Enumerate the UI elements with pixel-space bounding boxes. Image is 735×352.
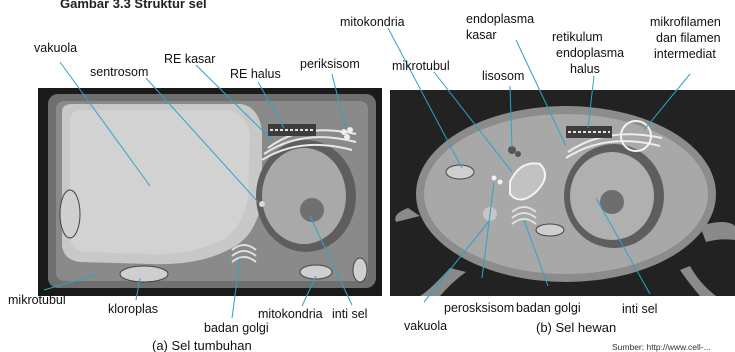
label-mikrofilamen-3: intermediat <box>654 47 716 61</box>
label-kloroplas: kloroplas <box>108 302 158 316</box>
label-mitokondria-plant: mitokondria <box>258 307 323 321</box>
label-periksisom: periksisom <box>300 57 360 71</box>
source-credit: Sumber: http://www.cell-... <box>612 342 711 352</box>
label-retikulum-1: retikulum <box>552 30 603 44</box>
lysosome <box>515 151 521 157</box>
label-re-kasar: RE kasar <box>164 52 215 66</box>
peroxisome-animal <box>498 180 503 185</box>
animal-cell-illustration <box>390 90 735 296</box>
label-mikrotubul-plant: mikrotubul <box>8 293 66 307</box>
plant-cell-illustration <box>38 88 382 296</box>
label-badan-golgi-animal: badan golgi <box>516 301 581 315</box>
label-inti-sel-plant: inti sel <box>332 307 367 321</box>
label-mikrofilamen-1: mikrofilamen <box>650 15 721 29</box>
label-mikrotubul-animal: mikrotubul <box>392 59 450 73</box>
label-sentrosom: sentrosom <box>90 65 148 79</box>
nucleolus-animal <box>600 190 624 214</box>
label-re-halus: RE halus <box>230 67 281 81</box>
label-retikulum-3: halus <box>570 62 600 76</box>
vacuole-inner <box>70 110 250 254</box>
chloroplast <box>120 266 168 282</box>
mitochondrion <box>353 258 367 282</box>
nucleolus <box>300 198 324 222</box>
label-vakuola-plant: vakuola <box>34 41 77 55</box>
label-retikulum-2: endoplasma <box>556 46 624 60</box>
chloroplast <box>60 190 80 238</box>
peroxisome <box>344 134 350 140</box>
label-mikrofilamen-2: dan filamen <box>656 31 721 45</box>
label-endoplasma-kasar-1: endoplasma <box>466 12 534 26</box>
header-fragment: Gambar 3.3 Struktur sel <box>60 0 207 11</box>
label-badan-golgi-plant: badan golgi <box>204 321 269 335</box>
caption-plant-cell: (a) Sel tumbuhan <box>152 338 252 352</box>
peroxisome <box>347 127 353 133</box>
caption-animal-cell: (b) Sel hewan <box>536 320 616 335</box>
label-vakuola-animal: vakuola <box>404 319 447 333</box>
label-inti-sel-animal: inti sel <box>622 302 657 316</box>
label-lisosom: lisosom <box>482 69 524 83</box>
mitochondrion-animal <box>536 224 564 236</box>
label-perosksisom: perosksisom <box>444 301 514 315</box>
nucleus <box>262 148 346 244</box>
centrosome <box>259 201 265 207</box>
peroxisome-animal <box>492 176 497 181</box>
label-endoplasma-kasar-2: kasar <box>466 28 497 42</box>
mitochondrion-animal <box>446 165 474 179</box>
label-mitokondria-animal: mitokondria <box>340 15 405 29</box>
